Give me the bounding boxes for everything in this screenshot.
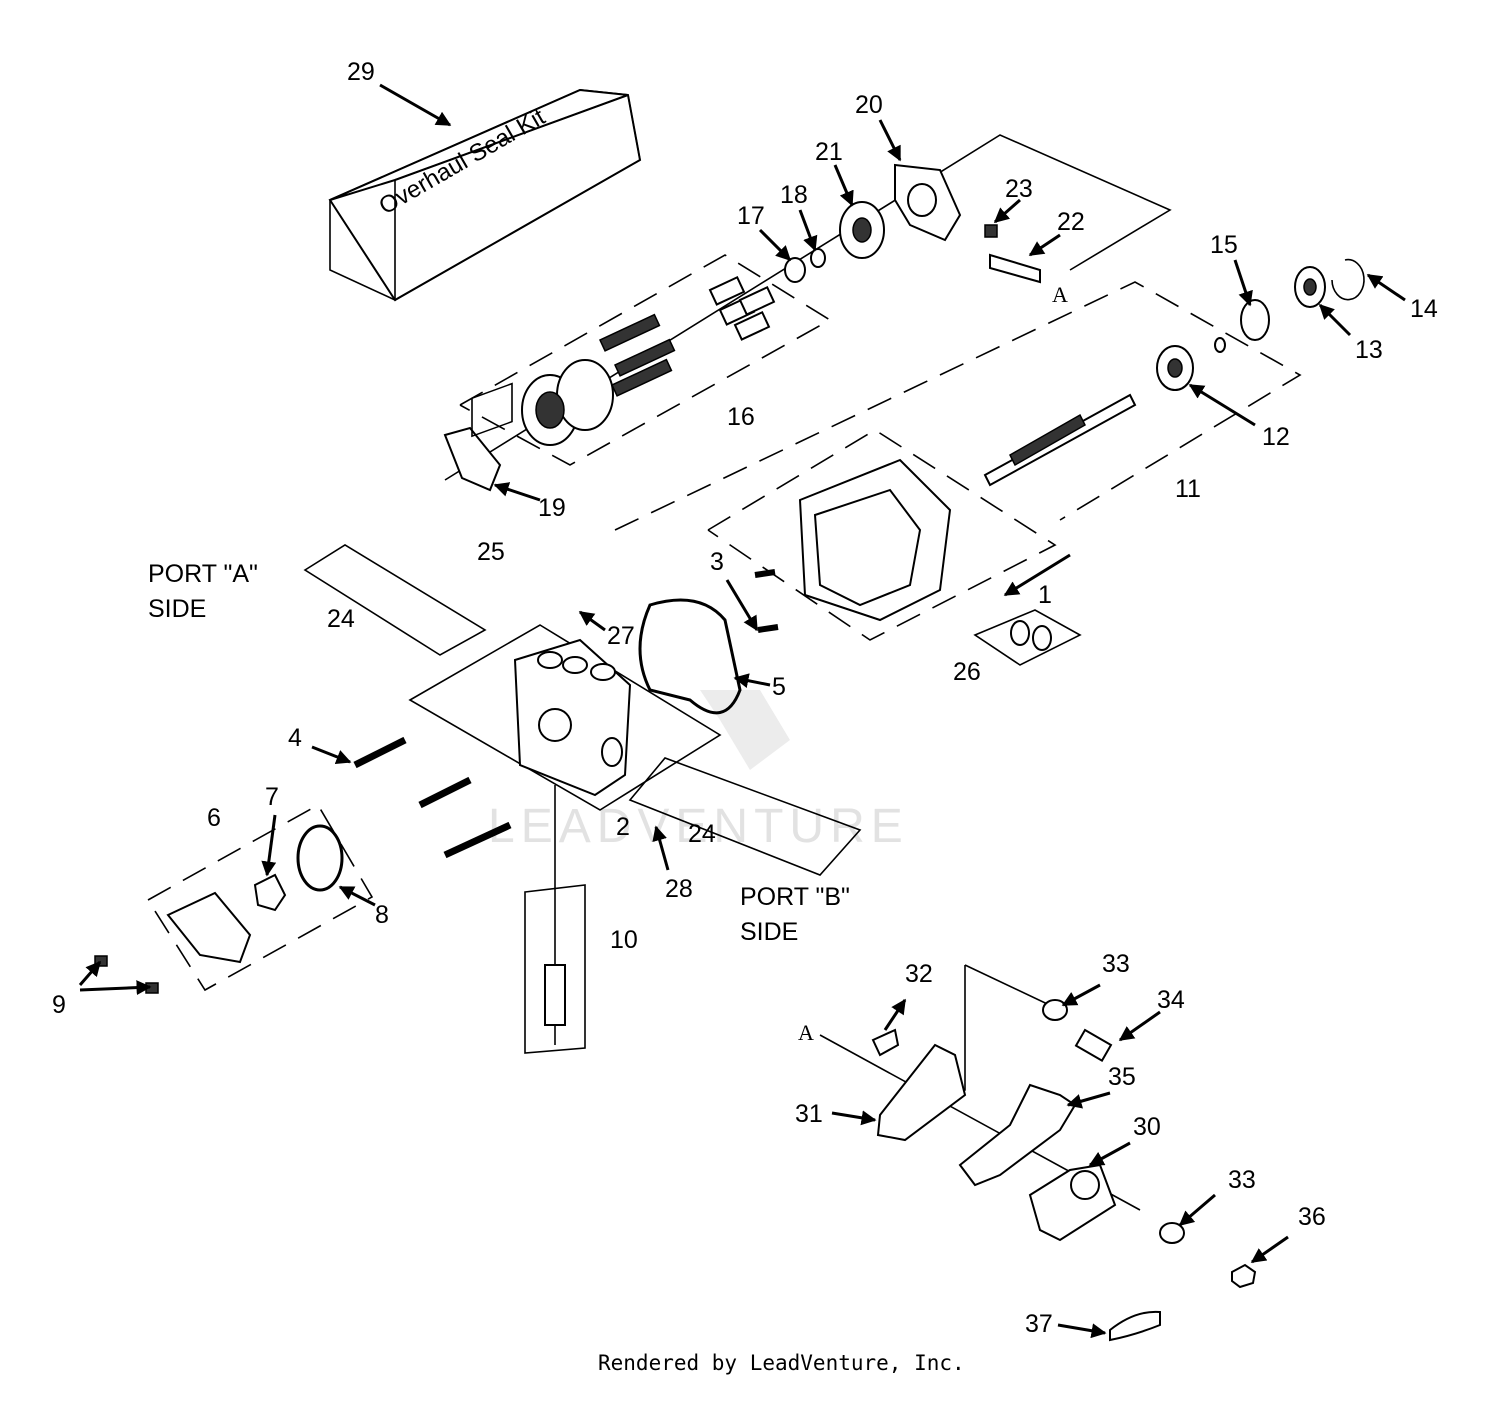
input-shaft [983, 393, 1137, 487]
nut-36 [1231, 1263, 1257, 1289]
callout-13: 13 [1355, 336, 1383, 364]
seal-18 [810, 248, 826, 268]
frame-center [408, 624, 722, 811]
ref-marker-a-top: A [1052, 282, 1068, 307]
callout-10: 10 [610, 926, 638, 954]
callout-11: 11 [1175, 475, 1201, 503]
frame-10 [524, 884, 586, 1054]
callout-20: 20 [855, 91, 883, 119]
center-section [513, 638, 632, 797]
callout-30: 30 [1133, 1113, 1161, 1141]
plate-31 [876, 1043, 967, 1142]
callout-28: 28 [665, 875, 693, 903]
spring-37 [1109, 1310, 1161, 1342]
dowel-pin-top [754, 569, 776, 578]
callout-33a: 33 [1102, 950, 1130, 978]
bolt-long [418, 776, 472, 809]
washer-33b [1159, 1222, 1185, 1244]
callout-21: 21 [815, 138, 843, 166]
footer-credit: Rendered by LeadVenture, Inc. [598, 1351, 965, 1375]
key-32 [871, 1028, 900, 1057]
arm-35 [958, 1083, 1077, 1187]
callout-23: 23 [1005, 175, 1033, 203]
callout-19: 19 [538, 494, 566, 522]
main-housing [798, 458, 952, 622]
frame-charge-pump [146, 803, 374, 992]
washer-33a [1042, 999, 1068, 1021]
thrust-plate [443, 426, 502, 492]
callout-37: 37 [1025, 1310, 1053, 1338]
port-a-line1: PORT "A" [148, 560, 258, 588]
callout-16: 16 [727, 403, 755, 431]
bolt-4 [353, 736, 407, 769]
callout-24b: 24 [688, 820, 716, 848]
callout-12: 12 [1262, 423, 1290, 451]
valve-10 [544, 964, 566, 1026]
gasket-5 [638, 598, 742, 715]
callout-36: 36 [1298, 1203, 1326, 1231]
leader-arrows [78, 83, 1406, 1339]
callout-8: 8 [375, 901, 389, 929]
callout-1: 1 [1038, 581, 1052, 609]
callout-3: 3 [710, 548, 724, 576]
bolt-34 [1074, 1028, 1113, 1062]
port-b-line2: SIDE [740, 918, 798, 946]
callout-15: 15 [1210, 231, 1238, 259]
port-b-line1: PORT "B" [740, 883, 850, 911]
bracket-30 [1028, 1163, 1117, 1242]
frame-housing [707, 429, 1057, 641]
key-23 [984, 224, 998, 238]
frame-valve-a [303, 544, 487, 656]
port-a-line2: SIDE [148, 595, 206, 623]
frame-top [444, 134, 1172, 481]
callout-9: 9 [52, 991, 66, 1019]
frame-valve-b [628, 757, 862, 876]
callout-26: 26 [953, 658, 981, 686]
callout-7: 7 [265, 783, 279, 811]
callout-27: 27 [607, 622, 635, 650]
oring-15 [1240, 299, 1270, 341]
charge-cover [166, 891, 252, 964]
callout-35: 35 [1108, 1063, 1136, 1091]
callout-5: 5 [772, 673, 786, 701]
callout-6: 6 [207, 804, 221, 832]
callout-32: 32 [905, 960, 933, 988]
seal-17 [784, 257, 806, 283]
bolt-lower [443, 821, 512, 859]
callout-24a: 24 [327, 605, 355, 633]
cylinder-block [521, 275, 776, 446]
oring-8 [296, 824, 344, 892]
frame-25 [471, 382, 513, 438]
control-shaft [989, 253, 1041, 284]
callout-34: 34 [1157, 986, 1185, 1014]
callout-4: 4 [288, 724, 302, 752]
callout-22: 22 [1057, 208, 1085, 236]
callout-17: 17 [737, 202, 765, 230]
seal-kit-box: Overhaul Seal Kit [328, 88, 642, 302]
callout-31: 31 [795, 1100, 823, 1128]
callout-14: 14 [1410, 295, 1438, 323]
frame-shaft [614, 281, 1302, 531]
callout-25: 25 [477, 538, 505, 566]
callout-29: 29 [347, 58, 375, 86]
callout-2: 2 [616, 813, 630, 841]
snap-ring-14 [1331, 258, 1365, 301]
frame-cylinder [459, 254, 832, 466]
watermark: LEADVENTURE [488, 690, 903, 853]
callouts: 1 2 3 4 5 6 7 8 9 10 11 12 13 14 15 16 1… [52, 58, 1438, 1338]
dowel-pin-bottom [757, 624, 779, 633]
callout-18: 18 [780, 181, 808, 209]
gerotor-7 [253, 873, 287, 912]
callout-33b: 33 [1228, 1166, 1256, 1194]
ref-marker-a-bottom: A [798, 1020, 814, 1045]
frame-26 [973, 609, 1082, 666]
